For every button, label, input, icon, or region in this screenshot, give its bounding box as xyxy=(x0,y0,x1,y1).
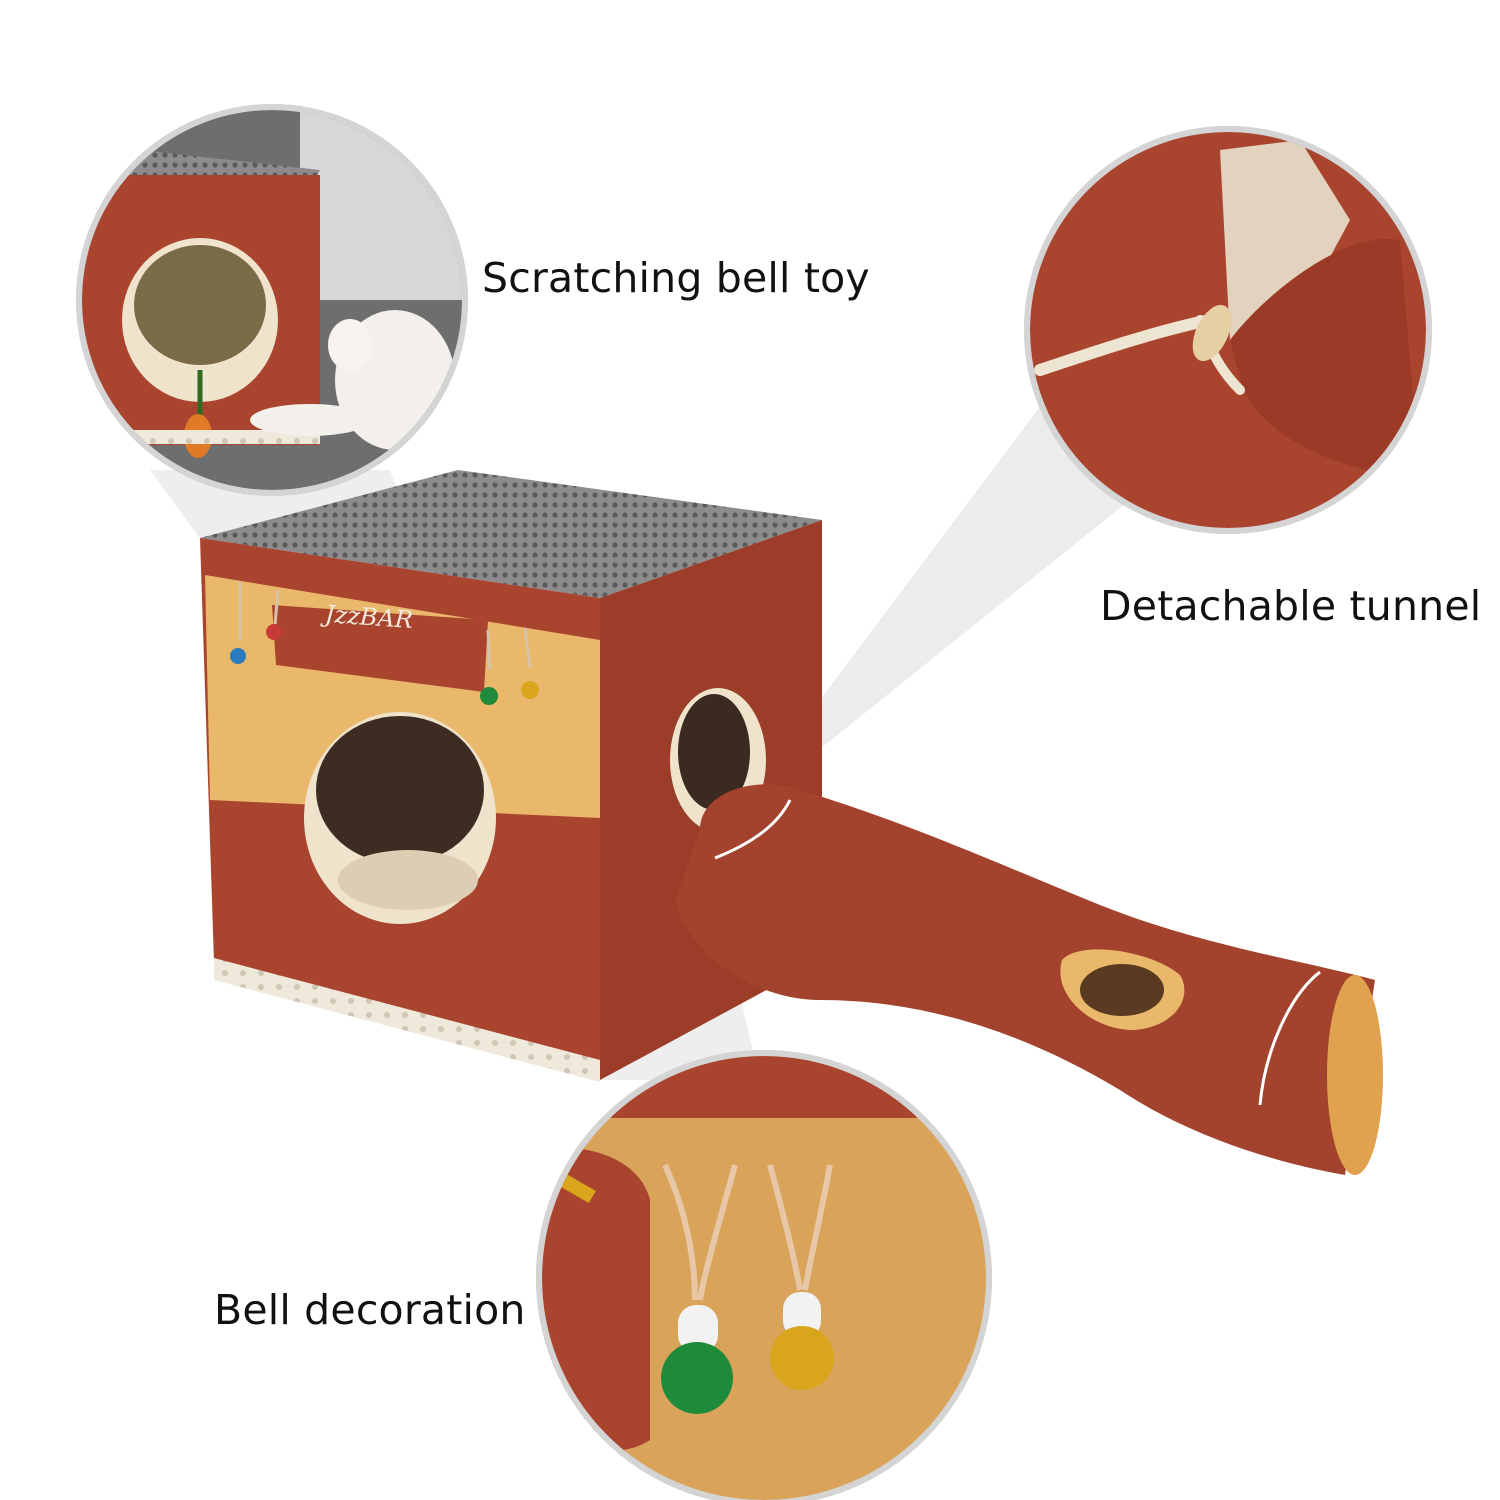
caption-detachable-tunnel: Detachable tunnel xyxy=(1100,582,1482,630)
caption-scratching-bell-toy: Scratching bell toy xyxy=(482,254,870,302)
detail-circle-detachable-tunnel xyxy=(1024,126,1432,534)
spotlight-beam-right xyxy=(790,380,1130,765)
cat-house xyxy=(200,470,822,1082)
caption-bell-decoration: Bell decoration xyxy=(214,1286,526,1334)
bell-gold xyxy=(521,681,539,699)
bell-red xyxy=(266,624,282,640)
house-top-mesh xyxy=(200,470,822,598)
detachable-tunnel-body xyxy=(675,784,1383,1175)
bell-decoration-gold xyxy=(770,1326,834,1390)
detail-circle-scratching-bell-toy xyxy=(76,104,468,496)
toggle-button xyxy=(1192,304,1232,362)
bell-blue xyxy=(230,648,246,664)
house-sign xyxy=(272,605,488,692)
detail-circle-bell-decoration xyxy=(536,1050,992,1500)
bell-decoration-green xyxy=(661,1342,733,1414)
bell-green xyxy=(480,687,498,705)
house-lace-trim xyxy=(214,958,600,1082)
